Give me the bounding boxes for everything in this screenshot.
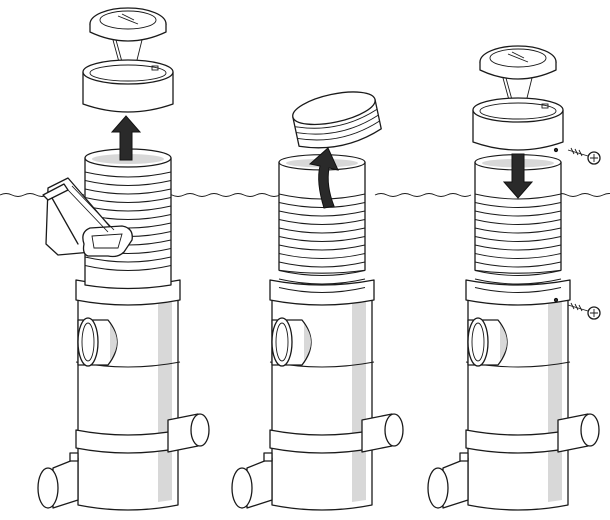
thread-ring <box>84 188 172 195</box>
thread-ring <box>474 278 562 285</box>
thread-ring <box>474 236 562 242</box>
thread-ring <box>474 270 562 276</box>
thread-ring <box>278 253 366 259</box>
step-2-threads <box>278 193 366 293</box>
thread-ring <box>278 202 366 208</box>
thread-ring <box>474 202 562 208</box>
thread-ring <box>278 244 366 251</box>
thread-ring <box>474 210 562 217</box>
water-line <box>0 193 610 197</box>
thread-ring <box>278 287 366 293</box>
step-1-cover <box>82 7 174 113</box>
thread-ring <box>474 253 562 259</box>
thread-ring <box>474 227 562 234</box>
thread-ring <box>84 180 172 186</box>
thread-ring <box>278 227 366 234</box>
thread-ring <box>474 219 562 225</box>
thread-ring <box>84 256 172 263</box>
step-1-clamp-tool-icon <box>42 177 133 258</box>
step-3-cover <box>472 45 564 151</box>
step-1-figure <box>37 7 210 511</box>
step-2-curved-arrow-icon <box>308 147 339 209</box>
thread-ring <box>84 171 172 178</box>
thread-ring <box>474 193 562 200</box>
thread-ring <box>84 197 172 203</box>
thread-ring <box>278 270 366 276</box>
step-2-lid <box>292 91 382 149</box>
step-3-figure <box>427 45 601 511</box>
step-3-screw-bottom-icon <box>567 302 601 320</box>
thread-ring <box>278 236 366 242</box>
step-2-figure <box>231 91 404 511</box>
step-3-screw-top-icon <box>567 147 601 165</box>
thread-ring <box>278 278 366 285</box>
thread-ring <box>474 287 562 293</box>
thread-ring <box>278 261 366 268</box>
thread-ring <box>278 210 366 217</box>
thread-ring <box>474 244 562 251</box>
thread-ring <box>474 261 562 268</box>
thread-ring <box>84 265 172 271</box>
thread-ring <box>278 219 366 225</box>
step-3-threads <box>474 193 562 293</box>
